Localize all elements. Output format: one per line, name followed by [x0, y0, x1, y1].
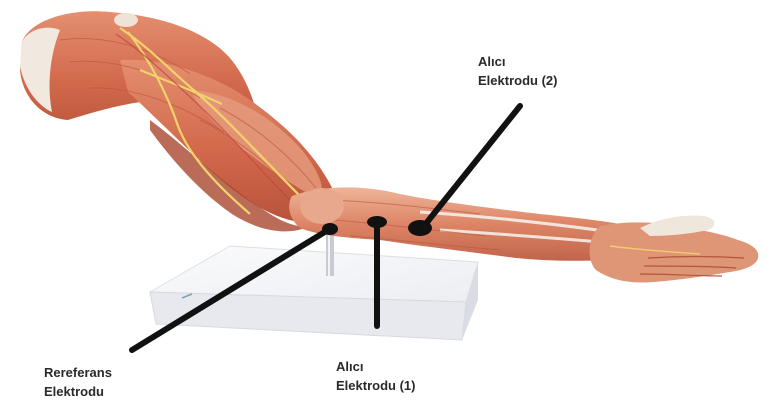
upper-arm-muscles	[20, 11, 336, 231]
reference-electrode-label: Rereferans Elektrodu	[44, 363, 112, 401]
hand	[590, 216, 759, 283]
receiver-electrode-1-label: Alıcı Elektrodu (1)	[336, 357, 415, 395]
receiver-2-label-line2: Elektrodu (2)	[478, 71, 557, 90]
reference-label-line1: Rereferans	[44, 363, 112, 382]
receiver-1-label-line1: Alıcı	[336, 357, 415, 376]
forearm-muscles	[289, 187, 640, 260]
receiver-2-label-line1: Alıcı	[478, 52, 557, 71]
receiver-1-label-line2: Elektrodu (1)	[336, 376, 415, 395]
receiver-electrode-2-label: Alıcı Elektrodu (2)	[478, 52, 557, 90]
reference-label-line2: Elektrodu	[44, 382, 112, 401]
receiver-1-electrode	[367, 216, 387, 228]
reference-electrode	[322, 223, 338, 235]
receiver-2-electrode	[408, 220, 432, 236]
